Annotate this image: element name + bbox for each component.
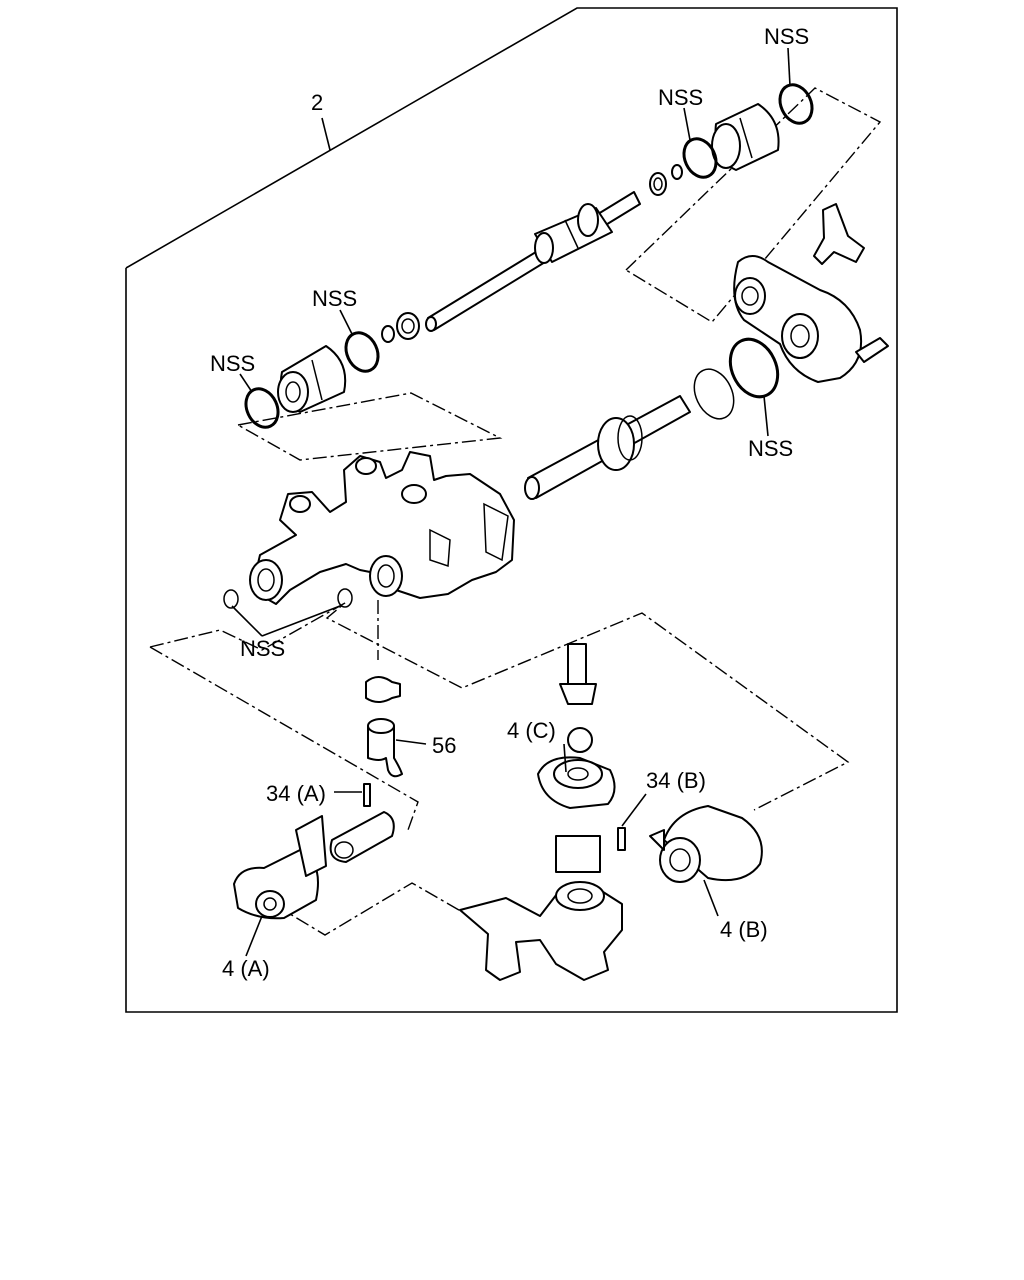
- o-rings: [223, 83, 814, 609]
- main-housing: [249, 451, 515, 605]
- assembly-frame: [125, 7, 898, 1013]
- label-part-4c: 4 (C): [507, 718, 556, 743]
- middle-shaft: [524, 395, 691, 500]
- label-part-34a: 34 (A): [266, 781, 326, 806]
- fitting-4c: [537, 643, 626, 873]
- upper-washers: [381, 164, 683, 343]
- label-part-4a: 4 (A): [222, 956, 270, 981]
- label-nss: NSS: [240, 636, 285, 661]
- cup-seal-56: [365, 676, 403, 778]
- label-nss: NSS: [312, 286, 357, 311]
- upper-spool-shaft: [425, 191, 641, 332]
- label-nss: NSS: [658, 85, 703, 110]
- fitting-4a: [233, 815, 327, 920]
- label-part-4b: 4 (B): [720, 917, 768, 942]
- pin-34a-yoke: [329, 783, 395, 863]
- right-sleeve: [711, 103, 780, 171]
- left-piston: [277, 345, 347, 413]
- right-cover: [733, 203, 889, 383]
- fitting-4b: [649, 805, 763, 883]
- label-nss: NSS: [764, 24, 809, 49]
- label-part-34b: 34 (B): [646, 768, 706, 793]
- alignment-guides: [149, 87, 882, 936]
- callout-assembly-2: 2: [311, 90, 331, 151]
- label-part-56: 56: [432, 733, 456, 758]
- label-nss: NSS: [210, 351, 255, 376]
- label-nss: NSS: [748, 436, 793, 461]
- lower-bracket: [459, 881, 623, 981]
- label-assembly-2: 2: [311, 90, 323, 115]
- part-labels: NSS NSS NSS NSS NSS NSS 56 4 (C) 34 (B) …: [210, 24, 809, 981]
- leader-lines: [231, 47, 791, 957]
